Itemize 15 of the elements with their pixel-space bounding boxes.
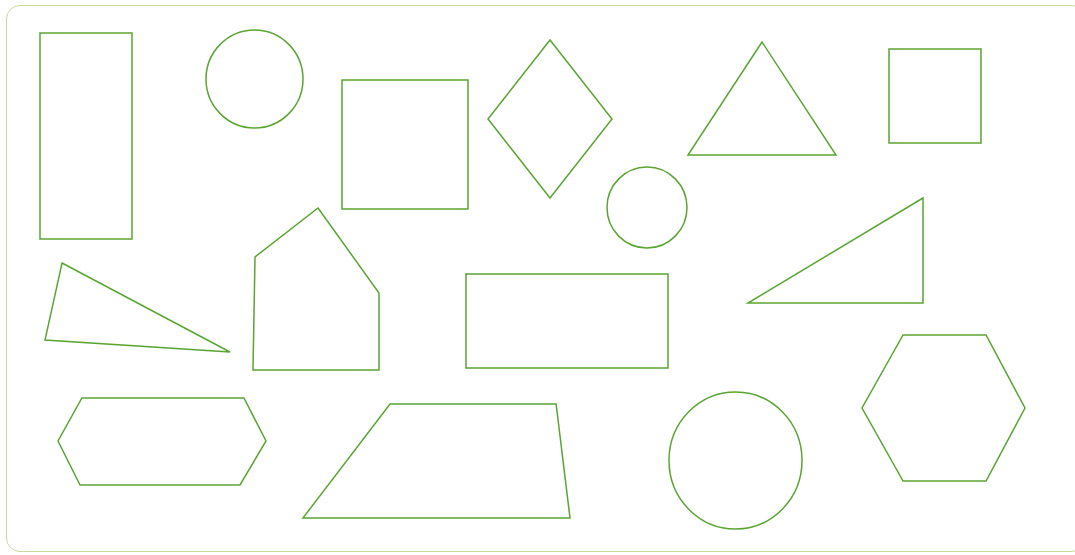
triangle-outline — [748, 198, 923, 303]
diamond-outline — [488, 40, 612, 198]
hexagon-outline — [58, 398, 266, 485]
triangle-outline — [688, 42, 836, 155]
circle-outline — [206, 30, 303, 128]
triangle-outline — [45, 263, 230, 352]
pentagon-outline — [253, 208, 379, 370]
circle-outline — [607, 167, 687, 248]
rectangle-outline — [889, 49, 981, 143]
rectangle-outline — [342, 80, 468, 209]
rectangle-outline — [40, 33, 132, 239]
circle-outline — [669, 392, 802, 529]
rectangle-outline — [466, 274, 668, 368]
trapezoid-outline — [303, 404, 570, 518]
hexagon-outline — [862, 335, 1025, 481]
